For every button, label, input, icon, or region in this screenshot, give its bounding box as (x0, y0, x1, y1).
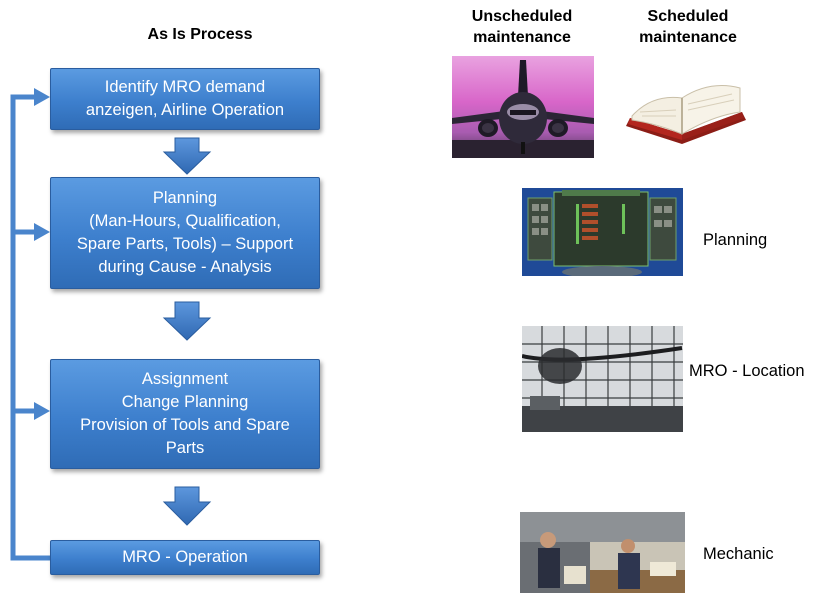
step-line: Provision of Tools and Spare (80, 416, 290, 434)
step-line: Change Planning (121, 393, 249, 411)
step-identify-demand: Identify MRO demand anzeigen, Airline Op… (50, 68, 320, 130)
airplane-image (452, 56, 594, 158)
step-line: Identify MRO demand (104, 78, 266, 96)
step-line: Parts (165, 439, 205, 457)
down-arrow-2 (162, 301, 212, 341)
label-mechanic: Mechanic (703, 545, 774, 563)
header-line: Scheduled (647, 8, 729, 25)
hangar-image (522, 326, 683, 432)
feedback-loop (10, 88, 50, 561)
step-line: Planning (152, 189, 218, 207)
step-line: anzeigen, Airline Operation (85, 101, 285, 119)
step-line: Spare Parts, Tools) – Support (76, 235, 294, 253)
step-line: Assignment (141, 370, 229, 388)
step-line: during Cause - Analysis (98, 258, 272, 276)
header-scheduled: Scheduled maintenance (618, 6, 758, 48)
header-unscheduled: Unscheduled maintenance (452, 6, 592, 48)
label-planning: Planning (703, 231, 768, 249)
step-planning: Planning (Man-Hours, Qualification, Spar… (50, 177, 320, 289)
step-line: (Man-Hours, Qualification, (89, 212, 281, 230)
down-arrow-1 (162, 137, 212, 175)
process-title: As Is Process (147, 26, 253, 43)
step-assignment: Assignment Change Planning Provision of … (50, 359, 320, 469)
step-mro-operation: MRO - Operation (50, 540, 320, 575)
header-line: maintenance (639, 29, 737, 46)
book-image (622, 74, 750, 152)
label-mro-location: MRO - Location (689, 362, 805, 380)
down-arrow-3 (162, 486, 212, 526)
planning-screen-image (522, 188, 683, 276)
step-line: MRO - Operation (122, 548, 248, 566)
header-line: Unscheduled (471, 8, 573, 25)
header-line: maintenance (473, 29, 571, 46)
mechanic-image (520, 512, 685, 593)
